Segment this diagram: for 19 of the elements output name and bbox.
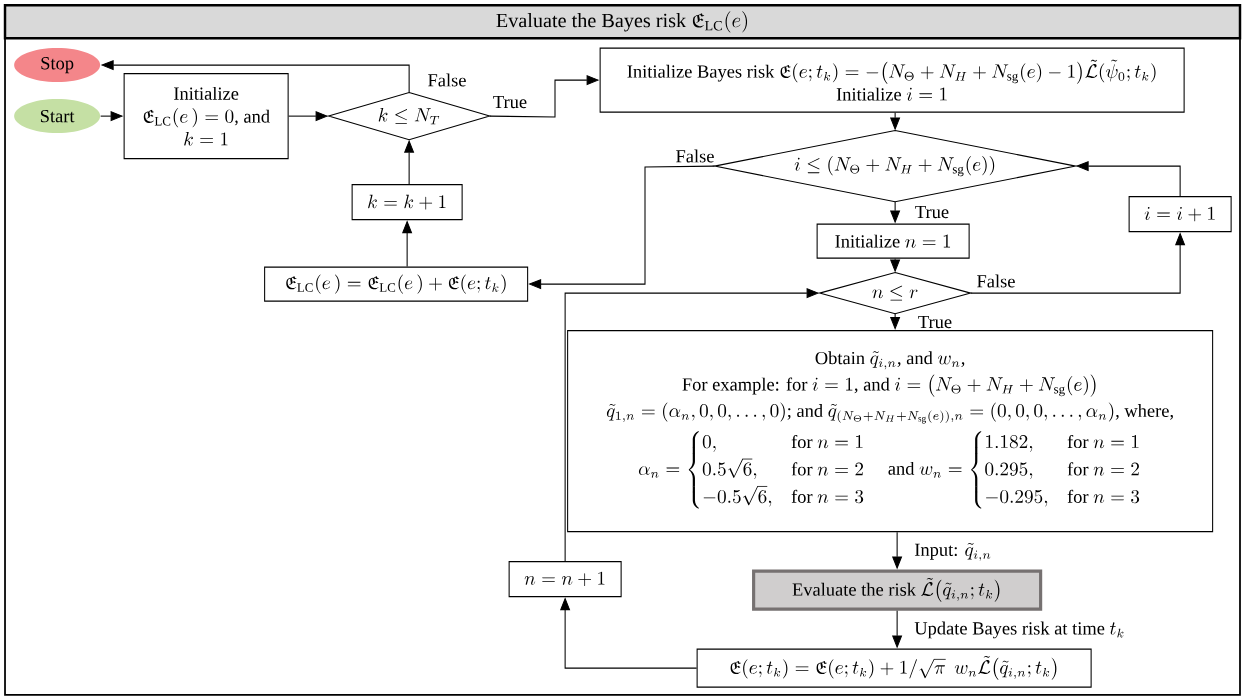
- edge-label: $\text{Input: } \tilde{q}_{i,n}$: [912, 541, 994, 563]
- process-box: $\mathfrak{E}(e;t_k)=\mathfrak{E}(e;t_k)+1/\sqrt{\pi}\;\, w_n\tilde{\mathcal{L}}\bigl(\tilde{q}_{i,n};t_k\bigr)$: [696, 648, 1092, 688]
- edge-label: True: [913, 204, 951, 220]
- process-box: $k=k+1$: [351, 184, 463, 221]
- stop-oval: Stop: [14, 48, 101, 83]
- process-box: $\mathfrak{E}_{\mathrm{LC}}(e\,)=\mathfrak{E}_{\mathrm{LC}}(e\,)+\mathfrak{E}(e;t_k)$: [264, 266, 529, 302]
- edge-label: False: [425, 71, 469, 89]
- evaluation-box: $\text{Evaluate the risk } \tilde{\mathcal{L}}\bigl(\tilde{q}_{i,n};t_k\bigr)$: [752, 569, 1043, 611]
- process-box: $\text{Initialize}\allowbreak\ \mathfrak{E}_{\mathrm{LC}}(e\,)=0\text{, and}\allowbreak\ k=1$: [123, 73, 289, 160]
- process-box: $\text{Obtain } \tilde{q}_{i,n}\text{, and } w_n\text{,}$ $\text{For example: for } i=1\text{, and } i=\bigl(N_\Theta+N_H+N_{\mathrm{sg}}(e)\bigr)$ $\tilde{q}_{1,n}=(\alpha_n,0,0,\dots,0)\text{; and } \tilde{q}_{\left(N_\Theta+N_H+N_{\mathrm{sg}}(e)\right),n}=(0,0,0,\dots,\alpha_n)\text{, where,}$ $\alpha_n=\begin{cases}0, & \text{for } n=1\\ 0.5\sqrt{6}, & \text{for } n=2\\ -0.5\sqrt{6}, & \text{for } n=3\end{cases}\quad\text{and } w_n=\begin{cases}1.182, & \text{for } n=1\\ 0.295, & \text{for } n=2\\ -0.295, & \text{for } n=3\end{cases}$: [567, 330, 1214, 533]
- process-box: $i=i+1$: [1128, 196, 1232, 233]
- process-box: $n=n+1$: [508, 561, 622, 598]
- edge-label: False: [974, 272, 1018, 290]
- process-box: $\text{Initialize } n=1$: [816, 223, 970, 259]
- process-box: $\text{Initialize Bayes risk } \mathfrak{E}(e;t_k)=-\bigl(N_\Theta+N_H+N_{\mathrm{sg}}(e)-1\bigr)\tilde{\mathcal{L}}(\tilde{\psi}_0;t_k)$ $\text{Initialize } i=1$: [599, 47, 1185, 113]
- edge-label: $\text{Update Bayes risk at time } t_k$: [912, 619, 1127, 641]
- edge-label: True: [491, 94, 529, 110]
- start-oval: Start: [14, 99, 101, 134]
- edge-label: True: [916, 314, 954, 330]
